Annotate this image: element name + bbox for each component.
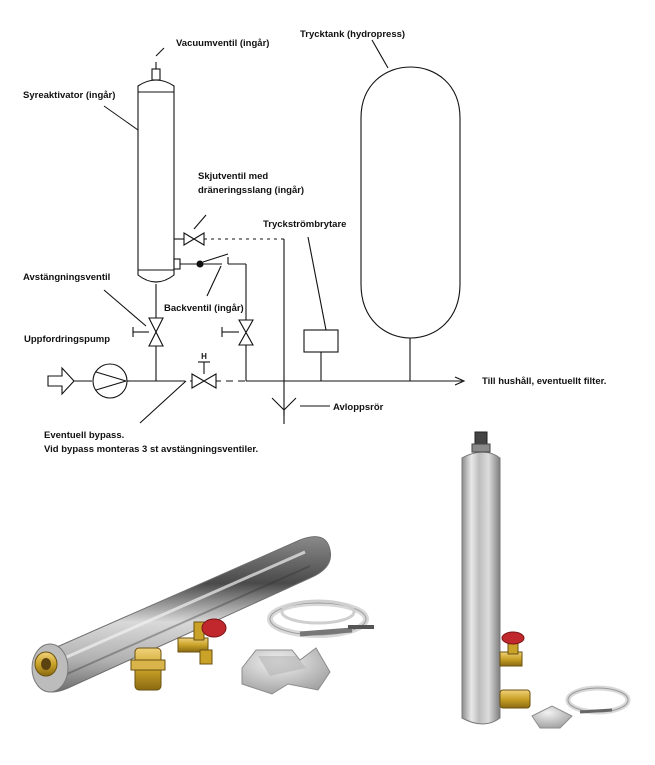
drain-hose-coil [267,599,374,638]
slide-valve-fitting [177,618,227,665]
label-check-valve: Backventil (ingår) [164,303,244,314]
slide-valve-icon [183,232,205,246]
label-drain-pipe: Avloppsrör [333,402,384,413]
vertical-hose-coil [565,685,631,715]
feed-pump-icon [92,363,130,399]
vertical-mounting-bracket [531,705,573,729]
outlet-arrow-icon [454,376,466,386]
horizontal-unit-photo [31,536,374,695]
pressure-tank [360,39,461,381]
pressure-switch-icon [303,236,339,381]
label-bypass-line2: Vid bypass monteras 3 st avstängningsven… [44,444,258,455]
oxygen-activator-tank [137,79,175,283]
label-feed-pump: Uppfordringspump [24,334,110,345]
label-oxygen-activator: Syreaktivator (ingår) [23,90,115,101]
mounting-bracket [241,647,331,695]
bypass-valve-icon [191,361,217,389]
label-outlet: Till hushåll, eventuellt filter. [482,376,606,387]
check-valve-fitting [130,647,166,691]
label-vacuum-valve: Vacuumventil (ingår) [176,38,269,49]
label-slide-valve-line1: Skjutventil med [198,171,268,182]
check-valve-icon [196,260,204,268]
vacuum-valve-icon [151,47,165,81]
label-pressure-tank: Trycktank (hydropress) [300,29,405,40]
inlet-arrow-icon [47,366,75,396]
valve-handle-symbol: H [201,352,207,361]
drain-pipe-icon [271,397,297,424]
vertical-unit-photo [461,431,631,729]
vertical-check-valve [499,689,531,709]
label-shutoff-valve: Avstängningsventil [23,272,110,283]
label-pressure-switch: Tryckströmbrytare [263,219,346,230]
label-bypass-line1: Eventuell bypass. [44,430,124,441]
diagram-labels: Vacuumventil (ingår) Trycktank (hydropre… [23,29,606,455]
shutoff-valve-icon [132,317,164,347]
branch-valve-icon [221,319,254,346]
piping-diagram [47,39,466,424]
vertical-slide-valve [499,631,525,667]
label-slide-valve-line2: dräneringsslang (ingår) [198,185,304,196]
